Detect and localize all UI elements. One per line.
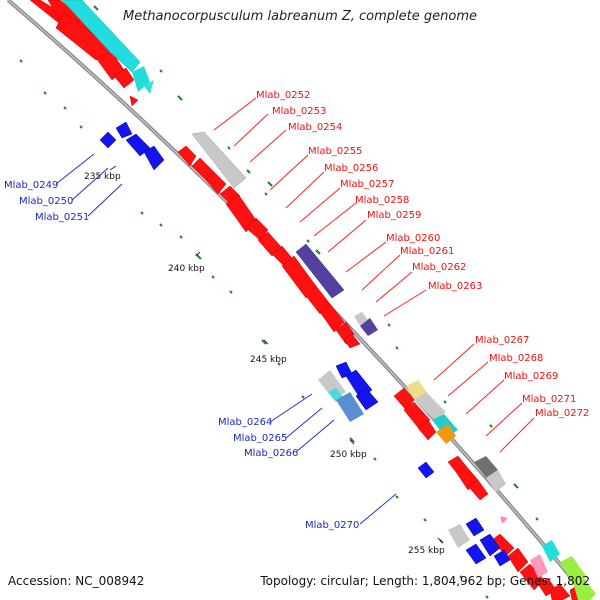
gene-Mlab-0250 [115, 121, 133, 139]
gene-top-5 [113, 67, 135, 89]
gene-Mlab-0262 [319, 303, 345, 333]
gene-bottom-3 [519, 563, 545, 591]
gene-bottom-5 [549, 583, 571, 600]
gene-label-mlab-0251[interactable]: Mlab_0251 [35, 212, 90, 223]
gene-bottom-rev-2 [479, 533, 501, 557]
green-bottom [560, 556, 586, 586]
cyan-band [61, 0, 141, 73]
gene-label-mlab-0265[interactable]: Mlab_0265 [233, 433, 288, 444]
reverse-other [318, 370, 470, 548]
grey-block-1 [191, 131, 247, 189]
gene-label-mlab-0272[interactable]: Mlab_0272 [535, 408, 590, 419]
gene-label-mlab-0259[interactable]: Mlab_0259 [367, 210, 422, 221]
gene-Mlab-0272b [467, 479, 489, 501]
gene-label-mlab-0249[interactable]: Mlab_0249 [4, 180, 59, 191]
scale-label-240: 240 kbp [168, 264, 205, 274]
gene-bottom-rev-3 [465, 543, 487, 565]
scale-label-255: 255 kbp [408, 546, 445, 556]
page-title: Methanocorpusculum labreanum Z, complete… [123, 9, 477, 24]
gene-label-mlab-0270[interactable]: Mlab_0270 [305, 520, 360, 531]
gene-label-mlab-0260[interactable]: Mlab_0260 [386, 233, 441, 244]
gene-label-mlab-0267[interactable]: Mlab_0267 [475, 335, 530, 346]
gene-label-mlab-0269[interactable]: Mlab_0269 [504, 371, 559, 382]
gc-ticks [19, 5, 539, 599]
gene-label-mlab-0252[interactable]: Mlab_0252 [256, 90, 311, 101]
gene-bottom-rev-1 [465, 517, 485, 537]
accession-text: Accession: NC_008942 [8, 574, 145, 588]
gene-Mlab-0266 [355, 387, 379, 411]
purple-small-1 [360, 318, 378, 336]
reverse-genes [99, 121, 511, 567]
grey-block-3 [486, 470, 506, 492]
grey-rev-2 [448, 524, 470, 548]
forward-genes [29, 0, 591, 600]
gene-Mlab-0252 [177, 145, 197, 167]
gene-top-6 [129, 95, 139, 107]
steelblue-rev-1 [336, 392, 364, 422]
gene-Mlab-0249 [99, 131, 117, 149]
gene-Mlab-0254 [205, 171, 227, 195]
gene-Mlab-0270 [417, 461, 435, 479]
pink-marker [500, 516, 508, 524]
gene-Mlab-0268 [403, 401, 431, 431]
scale-label-235: 235 kbp [84, 172, 121, 182]
gene-label-mlab-0256[interactable]: Mlab_0256 [324, 163, 379, 174]
gene-bottom-rev-4 [493, 549, 511, 567]
orange-block [436, 424, 456, 444]
cyan-small [144, 80, 154, 94]
cyan-bottom [542, 540, 560, 562]
gene-bottom-2 [507, 547, 529, 573]
scale-ticks [109, 165, 443, 543]
scale-label-250: 250 kbp [330, 450, 367, 460]
gene-label-mlab-0257[interactable]: Mlab_0257 [340, 179, 395, 190]
gene-label-mlab-0250[interactable]: Mlab_0250 [19, 196, 74, 207]
reverse-leader-lines [55, 153, 397, 525]
gene-label-mlab-0263[interactable]: Mlab_0263 [428, 281, 483, 292]
gene-label-mlab-0255[interactable]: Mlab_0255 [308, 146, 363, 157]
gene-label-mlab-0262[interactable]: Mlab_0262 [412, 262, 467, 273]
gene-label-mlab-0254[interactable]: Mlab_0254 [288, 122, 343, 133]
gene-Mlab-0251b [143, 145, 165, 171]
gene-bottom-1 [491, 533, 515, 557]
gene-label-mlab-0258[interactable]: Mlab_0258 [355, 195, 410, 206]
gene-label-mlab-0253[interactable]: Mlab_0253 [272, 106, 327, 117]
forward-other [61, 0, 596, 600]
gene-Mlab-0257 [245, 217, 269, 241]
gene-Mlab-0251a [125, 133, 151, 157]
gene-label-mlab-0268[interactable]: Mlab_0268 [489, 353, 544, 364]
purple-block-1 [295, 243, 345, 299]
grey-dark-block [474, 456, 498, 478]
gene-label-mlab-0266[interactable]: Mlab_0266 [244, 448, 299, 459]
green-bottom-2 [574, 578, 596, 600]
grey-block-2 [414, 392, 446, 420]
gene-Mlab-0263b [343, 333, 361, 349]
forward-leader-lines [213, 97, 535, 453]
gene-label-mlab-0261[interactable]: Mlab_0261 [400, 246, 455, 257]
pink-bottom [530, 554, 548, 578]
scale-label-245: 245 kbp [250, 355, 287, 365]
topology-text: Topology: circular; Length: 1,804,962 bp… [260, 574, 590, 588]
gene-label-mlab-0264[interactable]: Mlab_0264 [218, 417, 273, 428]
gene-label-mlab-0271[interactable]: Mlab_0271 [522, 394, 577, 405]
